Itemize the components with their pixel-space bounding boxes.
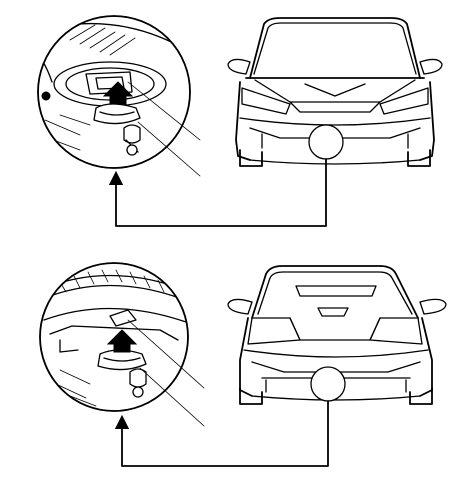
right-rear-tire bbox=[409, 387, 433, 405]
rear-panel bbox=[39, 262, 447, 467]
rear-connector-arrow bbox=[114, 400, 329, 467]
rear-left-mirror bbox=[227, 298, 253, 315]
rear-leader-line-1 bbox=[127, 319, 205, 389]
front-panel bbox=[37, 15, 443, 227]
right-mirror bbox=[419, 58, 443, 75]
up-arrow-icon bbox=[102, 81, 134, 105]
front-leader-line-1 bbox=[127, 81, 201, 141]
front-detail-view bbox=[37, 15, 191, 169]
left-headlight bbox=[241, 87, 291, 115]
rear-car-illustration bbox=[227, 265, 447, 405]
front-hook-location-circle bbox=[308, 124, 344, 160]
rear-up-arrow-icon bbox=[106, 329, 138, 353]
left-rear-tire bbox=[239, 387, 263, 405]
left-mirror bbox=[227, 58, 251, 75]
rear-spoiler-light bbox=[295, 285, 377, 297]
right-headlight bbox=[379, 87, 429, 115]
front-leader-line-2 bbox=[137, 121, 201, 177]
right-front-tire bbox=[407, 149, 431, 167]
left-front-tire bbox=[239, 149, 263, 167]
rear-hook-location-circle bbox=[310, 366, 346, 402]
rear-leader-line-2 bbox=[139, 367, 205, 427]
front-connector-arrow bbox=[108, 158, 327, 227]
front-car-illustration bbox=[227, 17, 443, 167]
rear-right-mirror bbox=[419, 298, 447, 315]
rear-detail-view bbox=[39, 262, 189, 412]
